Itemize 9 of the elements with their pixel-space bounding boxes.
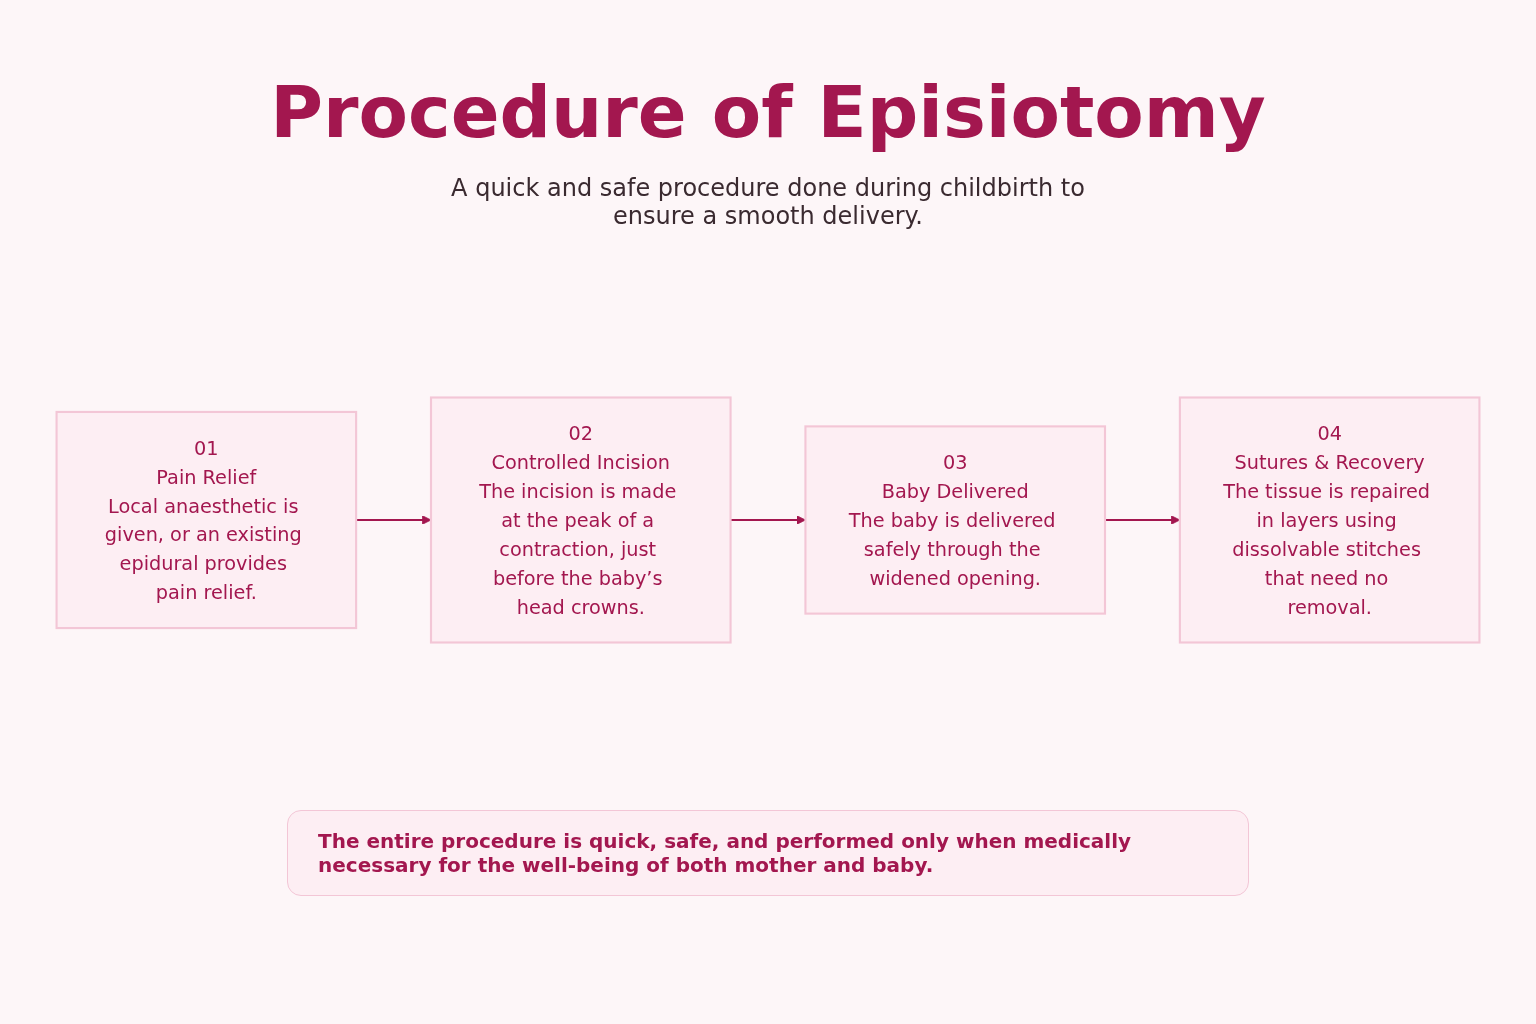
node-box: 02 Controlled Incision The incision is made at the peak of a contraction, just before the baby’s head crowns. (429, 396, 732, 644)
node-box: 04 Sutures & Recovery The tissue is repaired in layers using dissolvable stitches that need no removal. (1178, 396, 1481, 644)
node-box: 03 Baby Delivered The baby is delivered safely through the widened opening. (804, 425, 1107, 615)
node-box: 01 Pain Relief Local anaesthetic is given, or an existing epidural provides pain relief. (55, 410, 358, 630)
arrow (730, 515, 806, 525)
arrow (356, 515, 432, 525)
note-banner: The entire procedure is quick, safe, and performed only when medically necessary for the well-being of both mother and baby. (287, 810, 1249, 896)
title: Procedure of Episiotomy (270, 70, 1266, 154)
subtitle: A quick and safe procedure done during childbirth to ensure a smooth delivery. (450, 174, 1086, 230)
